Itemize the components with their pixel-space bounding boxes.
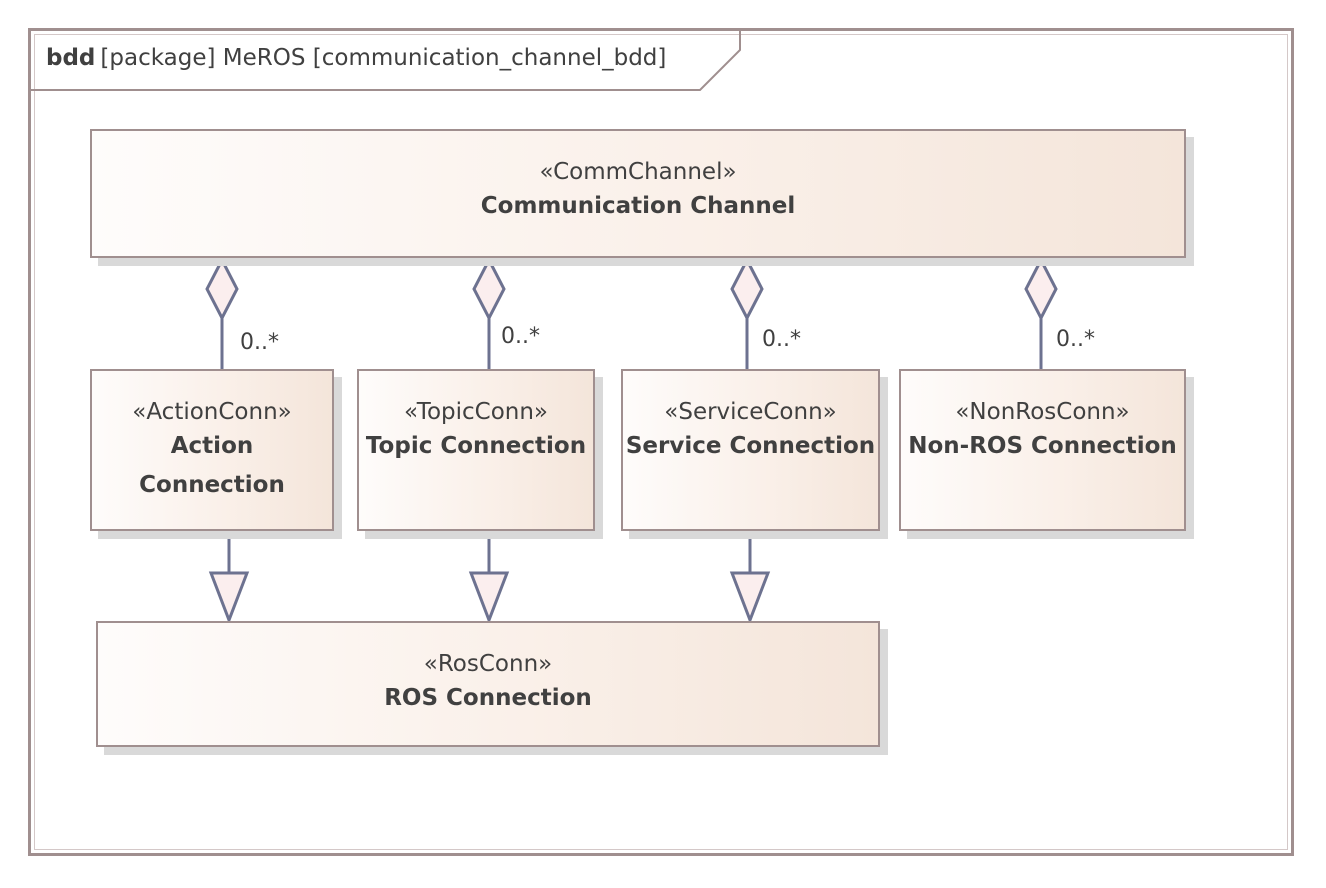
block-stereotype: «ServiceConn» bbox=[664, 399, 837, 425]
block-name: Non-ROS Connection bbox=[908, 433, 1177, 459]
block-topic-connection[interactable]: «TopicConn» Topic Connection bbox=[357, 369, 595, 531]
frame-header: bdd[package] MeROS [communication_channe… bbox=[33, 32, 666, 88]
diamond-icon bbox=[472, 256, 506, 322]
composition-service[interactable] bbox=[730, 256, 764, 370]
block-name: Communication Channel bbox=[480, 193, 796, 219]
composition-nonros[interactable] bbox=[1024, 256, 1058, 370]
frame-title: [package] MeROS [communication_channel_b… bbox=[100, 45, 667, 71]
block-ros-connection[interactable]: «RosConn» ROS Connection bbox=[96, 621, 880, 747]
diagram-frame bbox=[28, 28, 1294, 856]
frame-tab-outline bbox=[31, 31, 741, 91]
composition-topic[interactable] bbox=[472, 256, 506, 370]
block-name: Action Connection bbox=[139, 433, 285, 498]
diamond-icon bbox=[730, 256, 764, 322]
multiplicity-nonros: 0..* bbox=[1056, 327, 1095, 352]
multiplicity-action: 0..* bbox=[240, 330, 279, 355]
block-action-connection[interactable]: «ActionConn» Action Connection bbox=[90, 369, 334, 531]
multiplicity-service: 0..* bbox=[762, 327, 801, 352]
composition-action[interactable] bbox=[205, 256, 239, 370]
block-name: Service Connection bbox=[625, 433, 876, 459]
block-stereotype: «RosConn» bbox=[423, 651, 553, 677]
block-stereotype: «ActionConn» bbox=[132, 399, 292, 425]
frame-kind: bdd bbox=[46, 45, 96, 71]
generalization-action[interactable] bbox=[208, 531, 250, 625]
multiplicity-topic: 0..* bbox=[501, 324, 540, 349]
triangle-arrow-icon bbox=[468, 571, 510, 625]
triangle-arrow-icon bbox=[208, 571, 250, 625]
diamond-icon bbox=[205, 256, 239, 322]
block-stereotype: «TopicConn» bbox=[403, 399, 549, 425]
diamond-icon bbox=[1024, 256, 1058, 322]
block-service-connection[interactable]: «ServiceConn» Service Connection bbox=[621, 369, 880, 531]
generalization-topic[interactable] bbox=[468, 531, 510, 625]
block-stereotype: «NonRosConn» bbox=[955, 399, 1130, 425]
triangle-arrow-icon bbox=[729, 571, 771, 625]
block-name: ROS Connection bbox=[384, 685, 592, 711]
block-communication-channel[interactable]: «CommChannel» Communication Channel bbox=[90, 129, 1186, 258]
block-stereotype: «CommChannel» bbox=[539, 159, 737, 185]
block-non-ros-connection[interactable]: «NonRosConn» Non-ROS Connection bbox=[899, 369, 1186, 531]
generalization-service[interactable] bbox=[729, 531, 771, 625]
block-name: Topic Connection bbox=[365, 433, 587, 459]
